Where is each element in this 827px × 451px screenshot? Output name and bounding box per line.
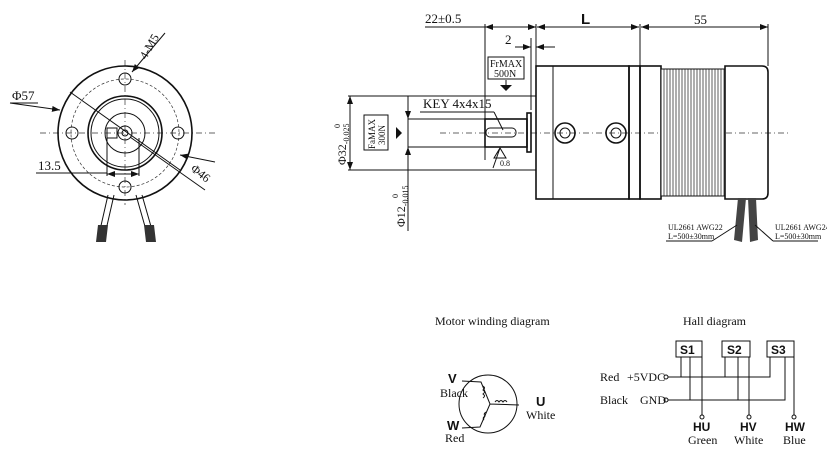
hall-output-hw-color: Blue	[783, 433, 806, 447]
hall-title: Hall diagram	[683, 314, 747, 328]
hall-sensor-s2: S2	[727, 343, 742, 357]
front-bolt-holes-label: 4-M5	[136, 31, 161, 61]
cable1-spec: UL2661 AWG22	[668, 223, 723, 232]
key-label: KEY 4x4x15	[423, 96, 492, 111]
radial-load-name: FrMAX	[490, 59, 523, 70]
cable2-length: L=500±30mm	[775, 232, 822, 241]
hall-supply-voltage: +5VDC	[627, 370, 665, 384]
shaft-dia-value: Φ12	[394, 206, 408, 227]
length-L-label: L	[581, 11, 590, 28]
roughness-label: 0.8	[500, 159, 510, 168]
axial-load-name: FaMAX	[367, 118, 377, 149]
cable1-length: L=500±30mm	[668, 232, 715, 241]
hall-output-hu-color: Green	[688, 433, 717, 447]
winding-diagram: Motor winding diagram V Black U White W …	[435, 314, 555, 445]
pilot-tol-lower: -0.025	[342, 124, 351, 145]
front-key-offset-label: 13.5	[38, 158, 61, 173]
winding-U-color: White	[526, 408, 555, 422]
winding-W: W	[447, 418, 460, 433]
pilot-tol-upper: 0	[333, 124, 342, 128]
shaft-dia-label: Φ12-0.015	[394, 186, 410, 227]
winding-W-color: Red	[445, 431, 464, 445]
hall-diagram: Hall diagram S1 S2 S3 Red +5VDC Black GN…	[600, 314, 806, 447]
winding-U: U	[536, 394, 545, 409]
side-view: 22±0.5 L 55 2 FrMAX 500N FaMAX 300N	[333, 11, 827, 242]
pilot-dia-label: Φ32-0.025	[335, 124, 351, 165]
front-view: Φ57 4-M5 13.5 Φ46	[9, 31, 216, 242]
winding-title: Motor winding diagram	[435, 314, 550, 328]
hall-sensor-s1: S1	[680, 343, 695, 357]
hall-output-hw: HW	[785, 420, 806, 434]
radial-load-value: 500N	[494, 69, 516, 80]
winding-V-color: Black	[440, 386, 468, 400]
shaft-tol-lower: -0.015	[401, 186, 410, 207]
shaft-length-label: 22±0.5	[425, 11, 461, 26]
winding-V: V	[448, 371, 457, 386]
hall-ground-color: Black	[600, 393, 628, 407]
shaft-tol-upper: 0	[391, 194, 400, 198]
pilot-dia-value: Φ32	[335, 144, 349, 165]
front-bolt-circle-label: Φ46	[188, 161, 213, 185]
hall-output-hv: HV	[740, 420, 757, 434]
hall-output-hu: HU	[693, 420, 710, 434]
hall-ground-label: GND	[640, 393, 666, 407]
collar-label: 2	[505, 32, 512, 47]
hall-sensor-s3: S3	[771, 343, 786, 357]
front-dia-outer-label: Φ57	[12, 88, 35, 103]
motor-length-label: 55	[694, 12, 707, 27]
cable2-spec: UL2661 AWG24	[775, 223, 827, 232]
hall-supply-color: Red	[600, 370, 619, 384]
hall-output-hv-color: White	[734, 433, 763, 447]
axial-load-value: 300N	[377, 125, 387, 146]
